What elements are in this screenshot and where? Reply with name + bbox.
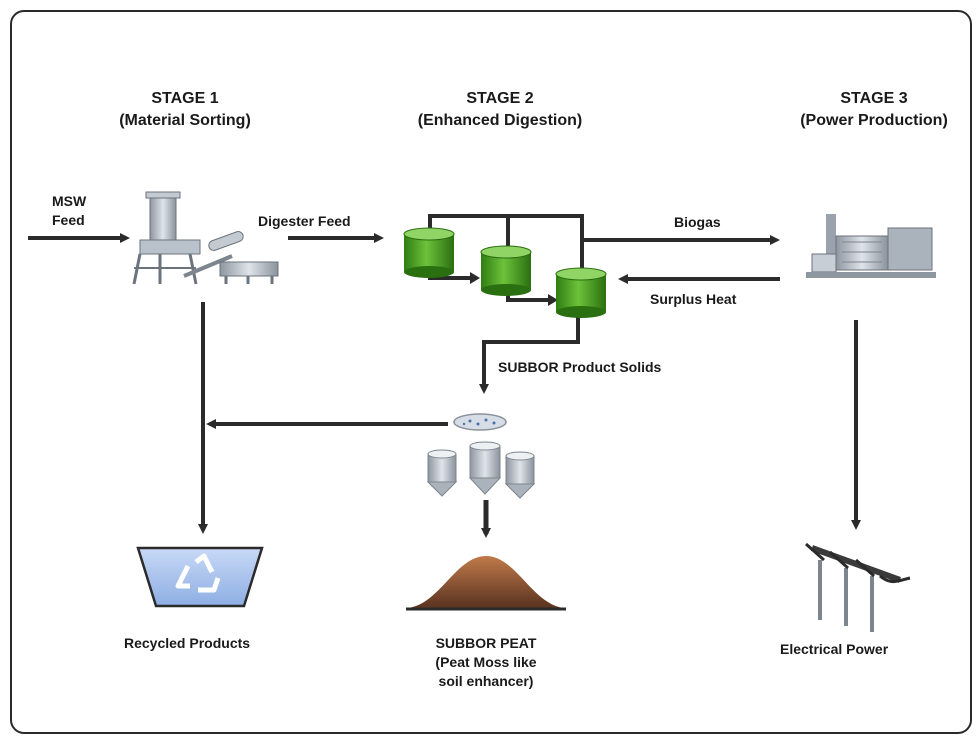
peat-pile-icon xyxy=(406,556,566,611)
subbor-peat-line-3: soil enhancer) xyxy=(438,673,534,689)
arrow-product-solids xyxy=(479,316,580,394)
msw-feed-label: MSW Feed xyxy=(52,192,86,230)
screen-separator-icon xyxy=(453,413,507,431)
stage-1-title: STAGE 1 xyxy=(151,90,219,107)
stage-1-subtitle: (Material Sorting) xyxy=(119,112,251,129)
stage-2-subtitle: (Enhanced Digestion) xyxy=(417,112,583,129)
power-plant-icon xyxy=(806,214,936,278)
stage-2-heading: STAGE 2 (Enhanced Digestion) xyxy=(400,88,600,132)
sorting-machine-icon xyxy=(132,191,279,285)
subbor-peat-line-1: SUBBOR PEAT xyxy=(435,635,537,651)
subbor-peat-line-2: (Peat Moss like xyxy=(435,654,537,670)
biogas-label: Biogas xyxy=(674,214,721,230)
msw-feed-line-1: MSW xyxy=(52,193,87,209)
digester-tank-3 xyxy=(555,267,607,318)
electrical-power-label: Electrical Power xyxy=(780,641,889,657)
surplus-heat-label: Surplus Heat xyxy=(650,291,737,307)
stage-2-title: STAGE 2 xyxy=(466,90,534,107)
power-line-icon xyxy=(805,542,911,632)
recycle-bin-icon xyxy=(136,546,264,608)
storage-silos-icon xyxy=(426,441,536,499)
digester-tank-2 xyxy=(480,245,532,296)
recycled-products-label: Recycled Products xyxy=(124,635,251,651)
stage-3-title: STAGE 3 xyxy=(840,90,908,107)
digester-tank-1 xyxy=(403,227,455,278)
msw-feed-line-2: Feed xyxy=(52,212,85,228)
stage-1-heading: STAGE 1 (Material Sorting) xyxy=(90,88,280,132)
product-solids-label: SUBBOR Product Solids xyxy=(498,359,662,375)
stage-3-heading: STAGE 3 (Power Production) xyxy=(776,88,972,132)
digester-feed-label: Digester Feed xyxy=(258,213,351,229)
diagram-frame xyxy=(10,10,972,734)
subbor-peat-label: SUBBOR PEAT (Peat Moss like soil enhance… xyxy=(406,634,566,691)
stage-3-subtitle: (Power Production) xyxy=(800,112,948,129)
